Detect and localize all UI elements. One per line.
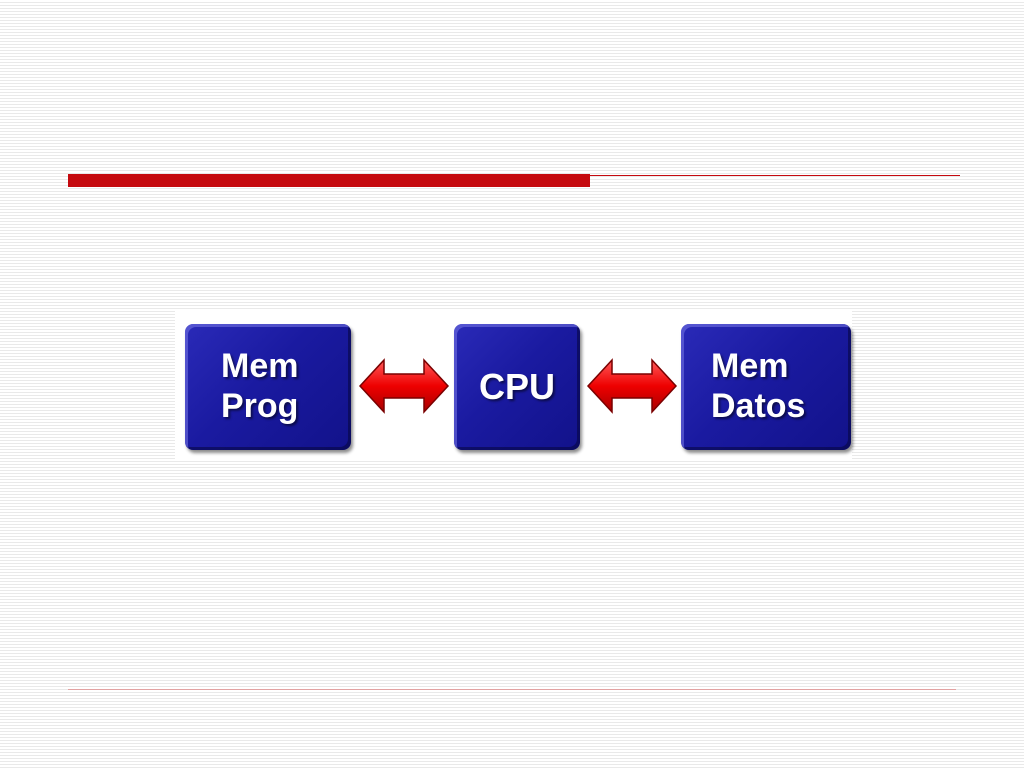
architecture-diagram: Mem Prog CPU (175, 310, 852, 460)
program-memory-label-line1: Mem (221, 347, 299, 385)
title-accent-rule (590, 175, 960, 176)
title-accent-bar (68, 174, 590, 187)
cpu-block: CPU (454, 324, 580, 450)
program-memory-block: Mem Prog (185, 324, 351, 450)
double-arrow-icon (586, 358, 678, 414)
cpu-label: CPU (478, 366, 555, 407)
footer-rule (68, 689, 956, 690)
data-memory-label-line1: Mem (711, 347, 789, 385)
double-arrow-icon (358, 358, 450, 414)
data-memory-block: Mem Datos (681, 324, 851, 450)
data-memory-label-line2: Datos (711, 387, 806, 425)
program-memory-label-line2: Prog (221, 387, 299, 425)
